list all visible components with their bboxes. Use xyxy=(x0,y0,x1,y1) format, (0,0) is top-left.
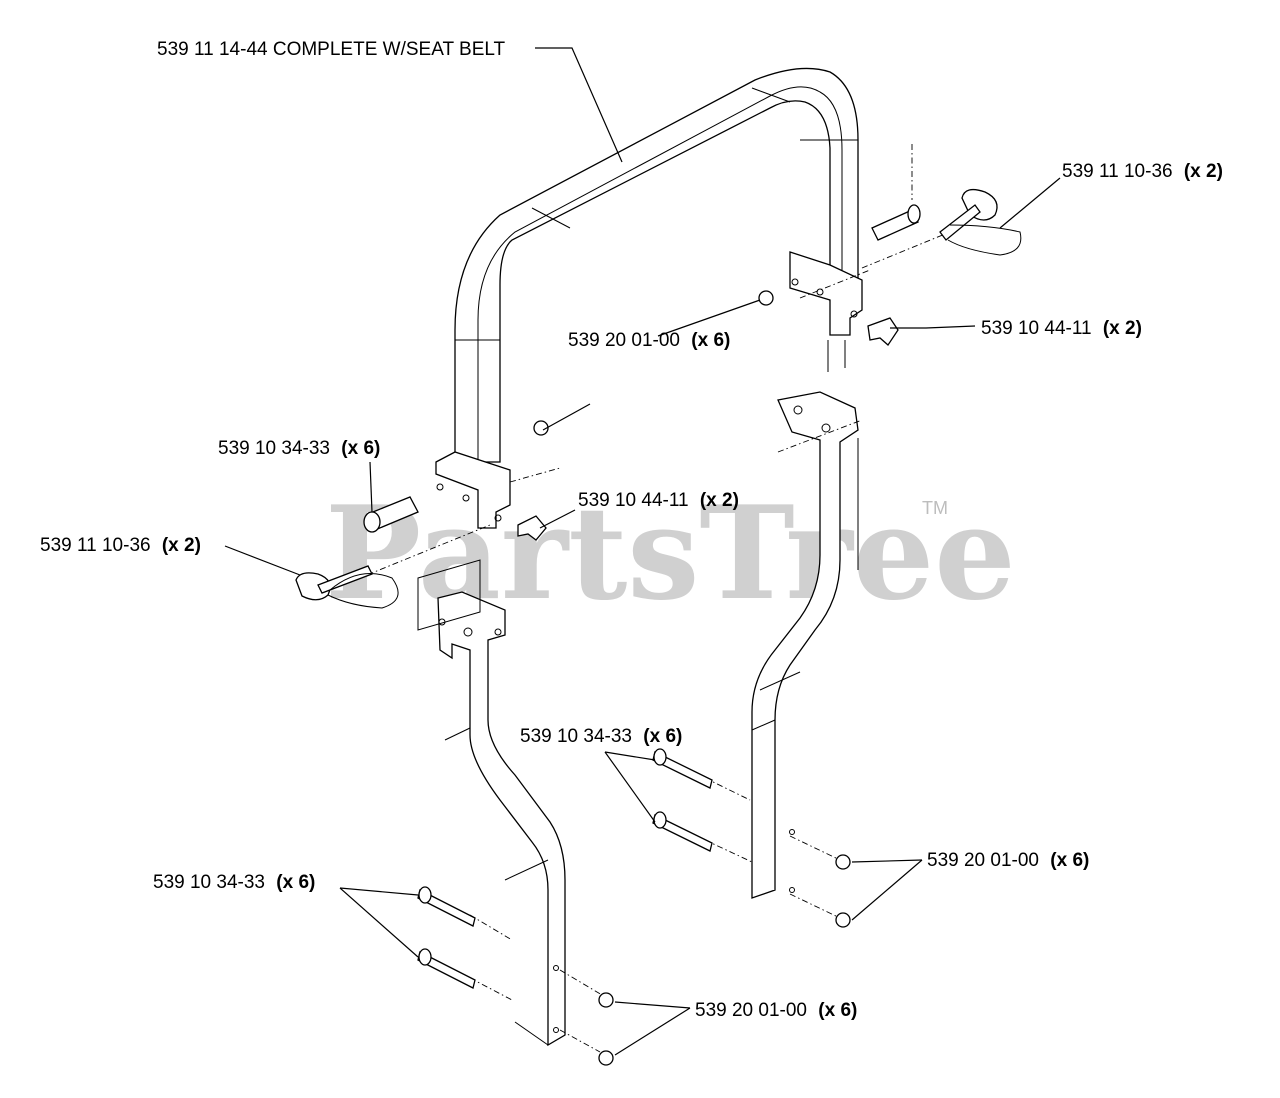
callout-quantity: (x 2) xyxy=(1184,161,1223,182)
hitch-pin-right xyxy=(939,188,1022,256)
clevis-pin-upper xyxy=(871,204,921,241)
callout-bolt-right-leg: 539 10 34-33 (x 6) xyxy=(520,726,682,747)
left-lower-leg xyxy=(417,559,566,1047)
callout-nut-upper: 539 20 01-00 (x 6) xyxy=(568,330,730,351)
callout-hitch-pin-lower: 539 11 10-36 (x 2) xyxy=(40,535,201,556)
callout-part-number: 539 20 01-00 xyxy=(568,330,680,351)
callout-part-number: 539 11 14-44 COMPLETE W/SEAT BELT xyxy=(157,39,506,60)
bolts xyxy=(417,748,713,989)
callout-part-number: 539 11 10-36 xyxy=(1062,161,1173,182)
callout-quantity: (x 6) xyxy=(1050,850,1089,871)
callout-nut-right-leg: 539 20 01-00 (x 6) xyxy=(927,850,1089,871)
callout-hitch-pin-upper: 539 11 10-36 (x 2) xyxy=(1062,161,1223,182)
callout-quantity: (x 2) xyxy=(1103,318,1142,339)
callout-roll-bar: 539 11 14-44 COMPLETE W/SEAT BELT xyxy=(157,39,506,60)
upper-roll-bar-hoop xyxy=(435,67,863,529)
callout-part-number: 539 20 01-00 xyxy=(695,1000,807,1021)
watermark-trademark: TM xyxy=(922,498,948,518)
callout-quantity: (x 2) xyxy=(700,490,739,511)
callout-part-number: 539 10 34-33 xyxy=(520,726,632,747)
callout-part-number: 539 10 44-11 xyxy=(981,318,1092,339)
callout-part-number: 539 10 34-33 xyxy=(218,438,330,459)
callout-quantity: (x 6) xyxy=(341,438,380,459)
hitch-pin-left xyxy=(295,565,399,609)
callout-bolt-upper: 539 10 34-33 (x 6) xyxy=(218,438,380,459)
hardware xyxy=(295,188,1022,1066)
right-lower-leg xyxy=(751,391,859,899)
callout-part-number: 539 20 01-00 xyxy=(927,850,1039,871)
nuts xyxy=(533,290,851,1066)
callout-quantity: (x 2) xyxy=(162,535,201,556)
callout-quantity: (x 6) xyxy=(643,726,682,747)
leader-lines xyxy=(224,47,1061,1056)
knob-right xyxy=(867,317,899,346)
callout-part-number: 539 10 34-33 xyxy=(153,872,265,893)
callout-bolt-left-leg: 539 10 34-33 (x 6) xyxy=(153,872,315,893)
callout-knob-lower: 539 10 44-11 (x 2) xyxy=(578,490,739,511)
callout-quantity: (x 6) xyxy=(691,330,730,351)
knob-left xyxy=(517,515,547,541)
callout-part-number: 539 10 44-11 xyxy=(578,490,689,511)
callout-labels: 539 11 14-44 COMPLETE W/SEAT BELT 539 11… xyxy=(40,39,1223,1021)
callout-quantity: (x 6) xyxy=(276,872,315,893)
callout-part-number: 539 11 10-36 xyxy=(40,535,151,556)
callout-nut-left-leg: 539 20 01-00 (x 6) xyxy=(695,1000,857,1021)
callout-quantity: (x 6) xyxy=(818,1000,857,1021)
callout-knob-upper: 539 10 44-11 (x 2) xyxy=(981,318,1142,339)
